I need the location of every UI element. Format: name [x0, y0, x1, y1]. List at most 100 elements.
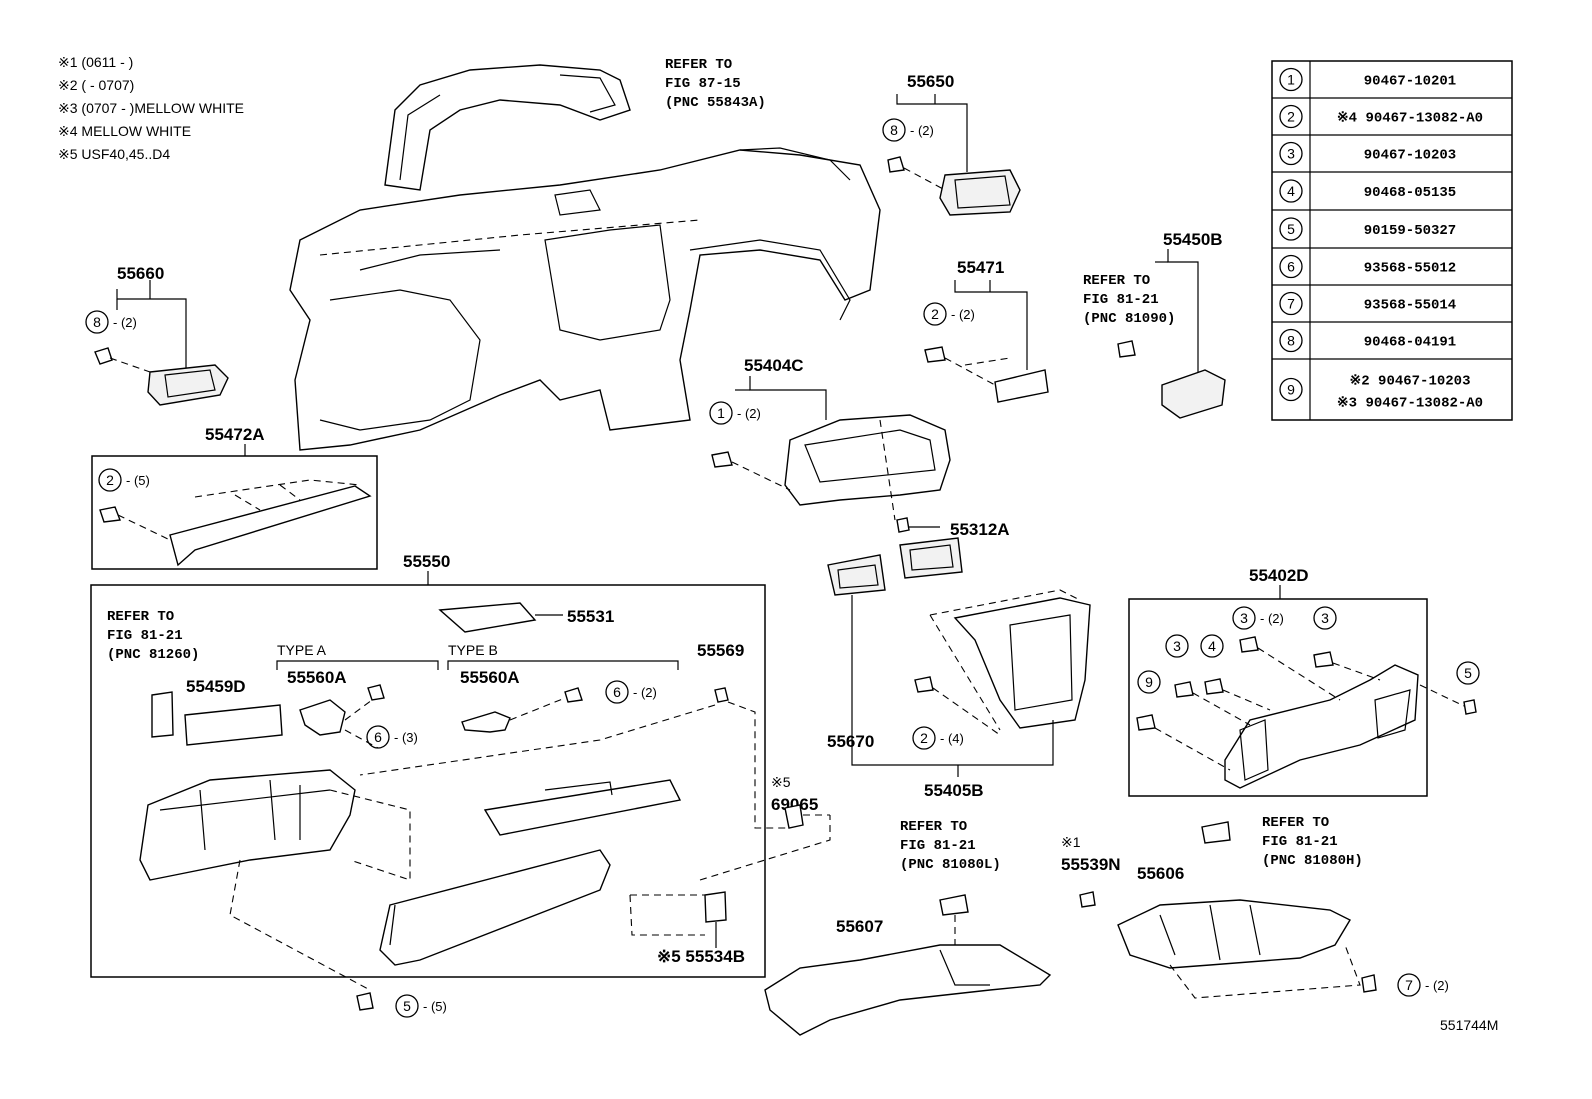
qty-callout: 2 - (2): [923, 302, 975, 326]
callout-number: 6: [374, 729, 382, 745]
refer-note-line: (PNC 55843A): [665, 95, 766, 111]
refer-note-line: FIG 81-21: [107, 628, 183, 644]
callout-qty: - (5): [126, 473, 150, 488]
qty-callout: 1- (2): [709, 401, 761, 425]
table-row-number: 9: [1287, 382, 1295, 398]
table-row-number: 5: [1287, 221, 1295, 237]
refer-note-line: FIG 81-21: [900, 838, 976, 854]
callout-circle: [85, 310, 109, 334]
note-2: ※2 ( - 0707): [58, 77, 134, 93]
callout-qty: - (2): [1425, 978, 1449, 993]
part-label-p55560a-a: 55560A: [287, 668, 347, 687]
table-row-number-circle: [1279, 328, 1303, 353]
lower-panel-55402d-box: [1128, 585, 1477, 797]
table-row: 8 90468-04191: [1279, 328, 1456, 353]
part-label-p55670: 55670: [827, 732, 874, 751]
qty-callout: 2 - (5): [98, 468, 150, 492]
qty-callout: 4: [1200, 634, 1224, 658]
callout-circle: [882, 118, 906, 142]
vent-55660: [94, 280, 229, 406]
callout-circle: [1313, 606, 1337, 630]
table-row-number-circle: [1279, 377, 1303, 402]
callout-qty: - (3): [394, 730, 418, 745]
bolt-5-bottom: [356, 992, 374, 1011]
qty-callout: 8- (2): [85, 310, 137, 334]
refer-note-line: (PNC 81260): [107, 647, 199, 663]
table-part-number: ※4 90467-13082-A0: [1337, 111, 1483, 127]
part-label-p55569: 55569: [697, 641, 744, 660]
qty-callout: 8- (2): [882, 118, 934, 142]
refer-note-line: REFER TO: [665, 57, 732, 73]
qty-callouts: 8- (2)8- (2)2- (2)1- (2)2- (5)6- (3)6- (…: [85, 118, 1480, 1018]
table-part-number: ※3 90467-13082-A0: [1337, 396, 1483, 412]
part-label-p55660: 55660: [117, 264, 164, 283]
callout-circle: [395, 994, 419, 1018]
note-5: ※5 USF40,45..D4: [58, 146, 170, 162]
part-label-type-a: TYPE A: [277, 642, 327, 658]
part-label-p55650: 55650: [907, 72, 954, 91]
callout-number: 2: [106, 472, 114, 488]
part-label-p55405b: 55405B: [924, 781, 984, 800]
qty-callout: 3- (2): [1232, 606, 1284, 630]
table-row: 9※2 90467-10203※3 90467-13082-A0: [1279, 374, 1483, 412]
callout-circle: [1397, 973, 1421, 997]
callout-number: 7: [1405, 977, 1413, 993]
qty-callout: 7 - (2): [1397, 973, 1449, 997]
part-label-p55471: 55471: [957, 258, 1004, 277]
refer-note-line: (PNC 81090): [1083, 311, 1175, 327]
part-label-p55539n: 55539N: [1061, 855, 1121, 874]
qty-callout: 5: [1456, 661, 1480, 685]
part-label-p55472a: 55472A: [205, 425, 265, 444]
qty-callout: 3: [1165, 634, 1189, 658]
part-label-p55312a: 55312A: [950, 520, 1010, 539]
callout-circle: [1137, 670, 1161, 694]
trim-panel-55472a-box: [91, 444, 378, 570]
meter-hood-55404c: [711, 376, 951, 533]
callout-circle: [912, 726, 936, 750]
table-row-number-circle: [1279, 67, 1303, 92]
table-row-number-circle: [1279, 291, 1303, 316]
callout-circle: [98, 468, 122, 492]
table-row-number: 2: [1287, 109, 1295, 125]
part-label-p55402d: 55402D: [1249, 566, 1309, 585]
refer-note-line: REFER TO: [1262, 815, 1329, 831]
part-label-p55531: 55531: [567, 607, 614, 626]
table-row-number: 6: [1287, 259, 1295, 275]
note-3: ※3 (0707 - )MELLOW WHITE: [58, 100, 244, 116]
callout-number: 2: [931, 306, 939, 322]
part-55450b: [1117, 249, 1226, 419]
table-row-number: 3: [1287, 146, 1295, 162]
center-panel-55405b: [827, 537, 1091, 777]
callout-qty: - (5): [423, 999, 447, 1014]
callout-qty: - (2): [951, 307, 975, 322]
callout-circle: [1232, 606, 1256, 630]
part-label-p55607: 55607: [836, 917, 883, 936]
callout-qty: - (2): [910, 123, 934, 138]
callout-circle: [605, 680, 629, 704]
table-row: 1 90467-10201: [1279, 67, 1456, 92]
callout-number: 3: [1173, 638, 1181, 654]
table-row-number-circle: [1279, 179, 1303, 203]
table-part-number: 90468-04191: [1364, 335, 1456, 351]
callout-number: 9: [1145, 674, 1153, 690]
lower-cover-55606: [1079, 821, 1377, 999]
refer-note-line: (PNC 81080H): [1262, 853, 1363, 869]
table-part-number: 93568-55014: [1364, 298, 1456, 314]
part-69065: [784, 804, 830, 829]
table-row-number: 1: [1287, 72, 1295, 88]
panel-55471: [924, 280, 1049, 403]
refer-note-line: FIG 81-21: [1262, 834, 1338, 850]
part-label-p55539n-note: ※1: [1061, 834, 1081, 850]
part-label-p55459d: 55459D: [186, 677, 246, 696]
table-row-number: 8: [1287, 333, 1295, 349]
part-label-p55560a-b: 55560A: [460, 668, 520, 687]
callout-number: 8: [93, 314, 101, 330]
table-part-number: 90467-10201: [1364, 74, 1456, 90]
